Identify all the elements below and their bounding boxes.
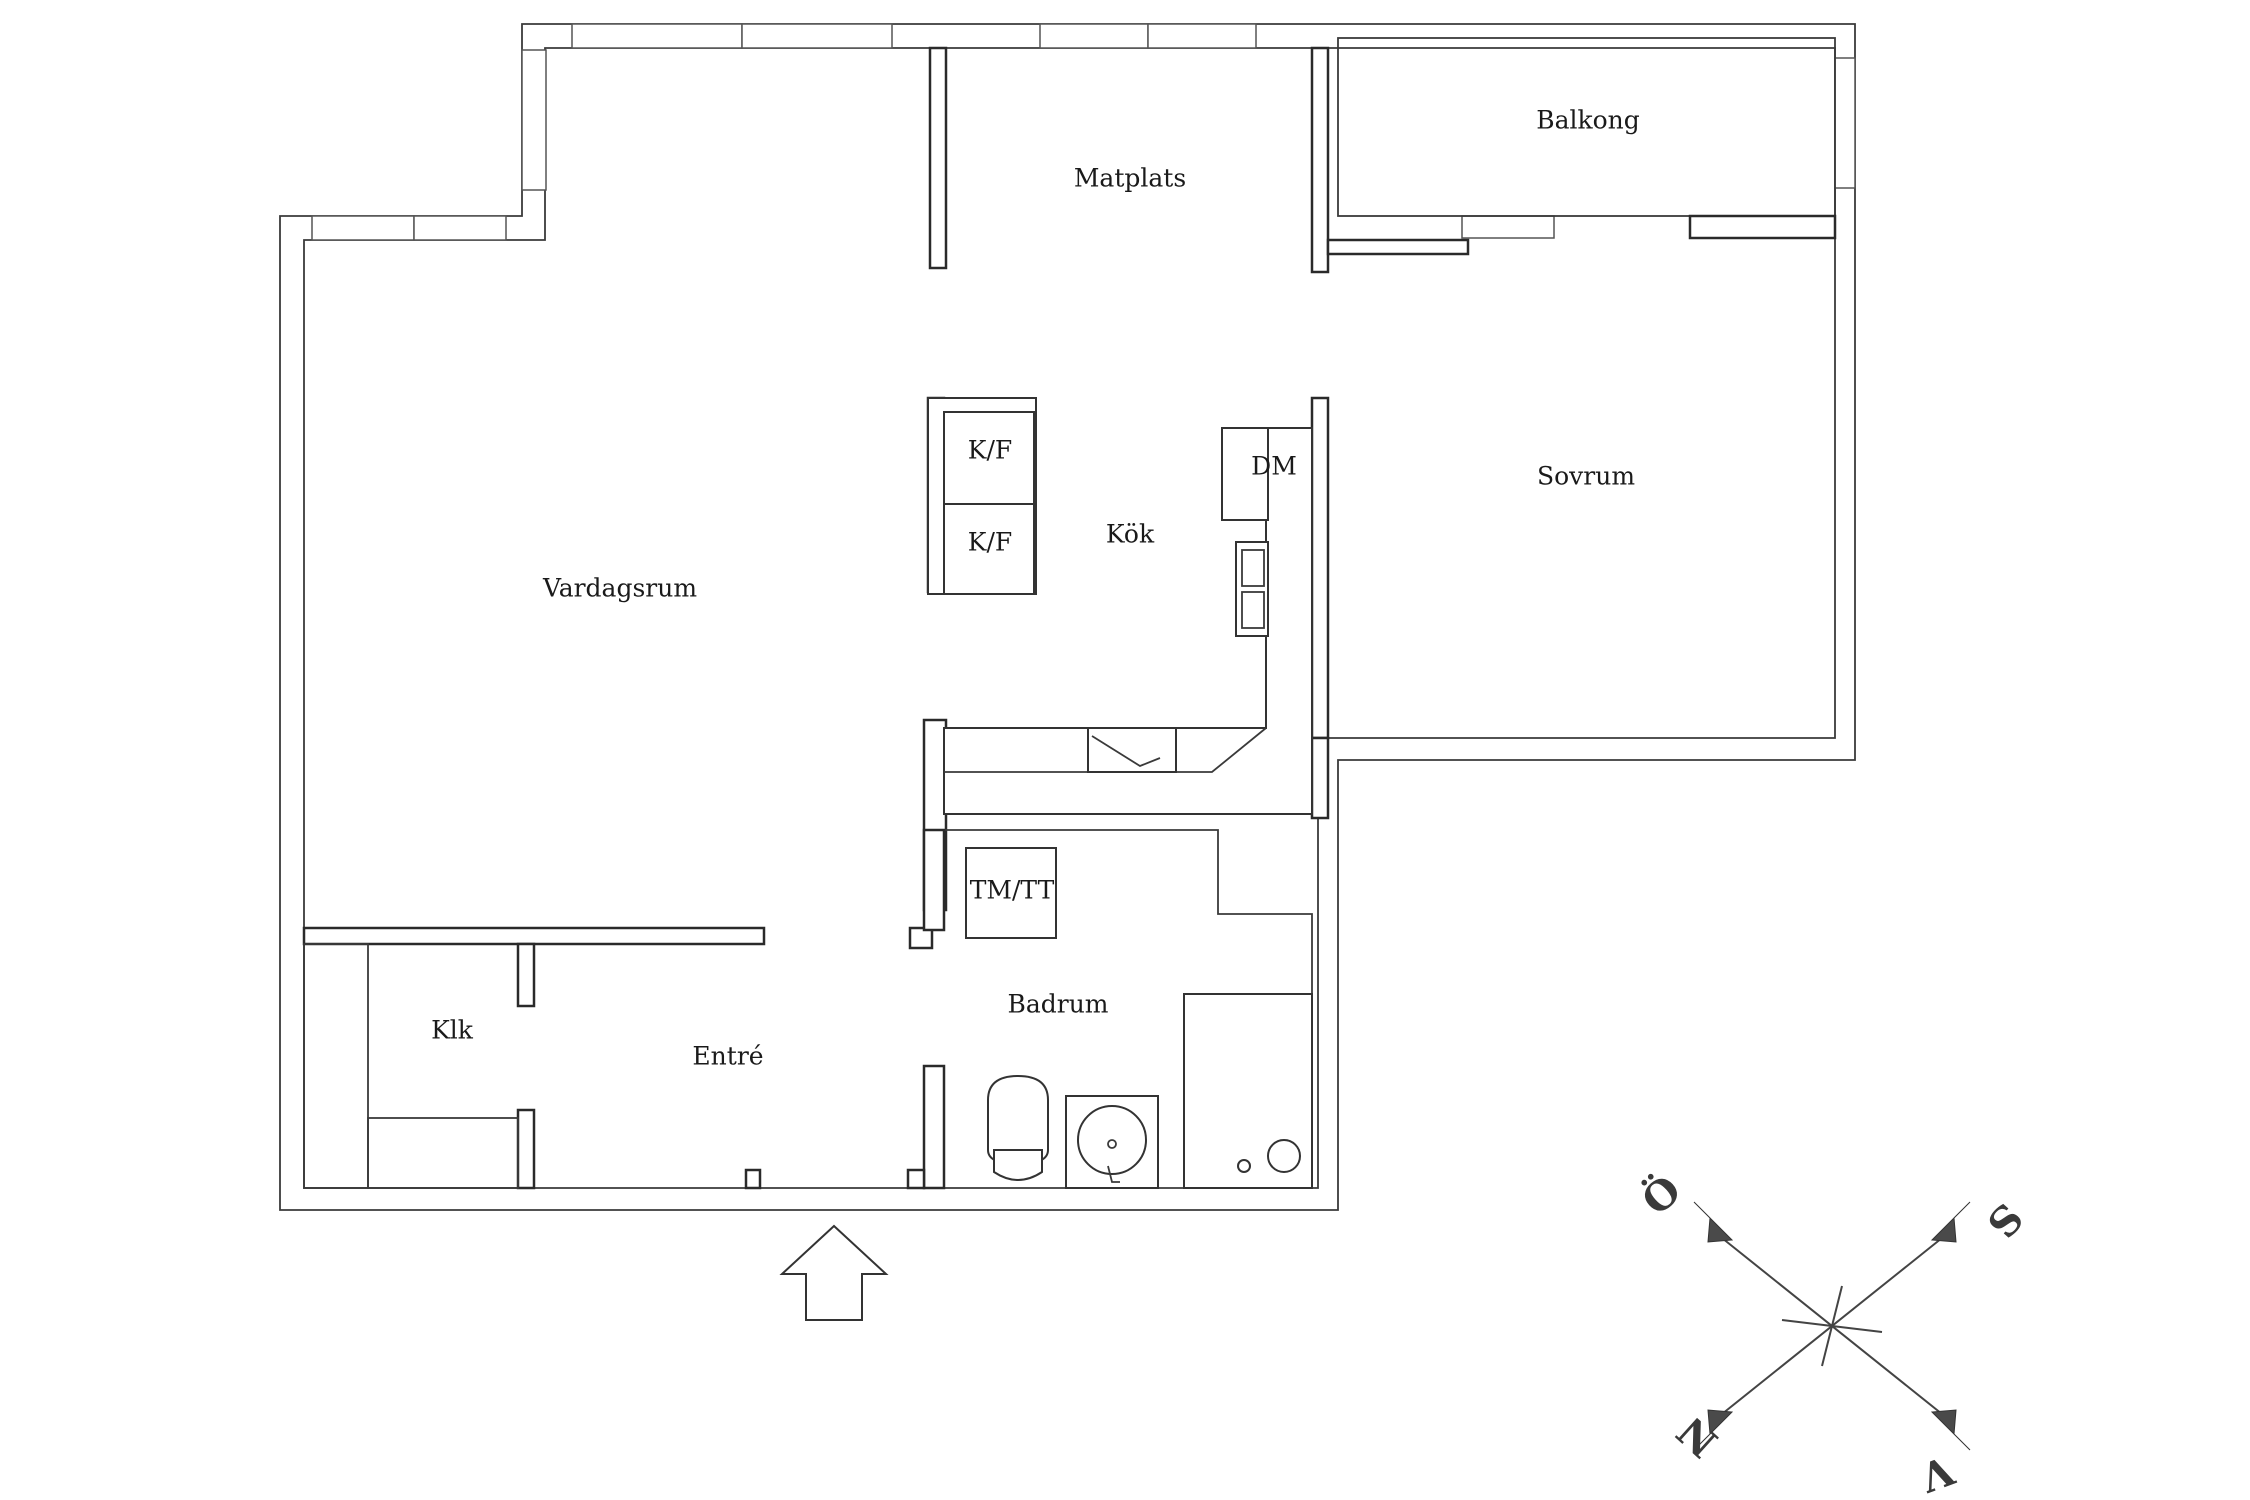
fixture-labels: K/F K/F DM TM/TT <box>968 436 1297 905</box>
interior-walls <box>302 46 1837 1190</box>
fixture-label-kf-top: K/F <box>968 436 1012 465</box>
room-label-kok: Kök <box>1106 520 1155 549</box>
kitchen-fixtures <box>927 397 1313 815</box>
compass-label-south: S <box>1977 1194 2031 1247</box>
room-labels: Balkong Matplats Sovrum Kök Vardagsrum B… <box>431 106 1640 1071</box>
compass-arrow-south <box>1930 1201 1971 1243</box>
compass-arrow-east <box>1693 1201 1734 1243</box>
bathroom-fixtures <box>965 847 1313 1189</box>
room-label-vardagsrum: Vardagsrum <box>542 574 697 603</box>
compass-arrow-west <box>1930 1409 1971 1451</box>
entrance-arrow-icon <box>779 1224 889 1321</box>
room-label-entre: Entré <box>692 1042 763 1071</box>
room-label-matplats: Matplats <box>1074 164 1186 193</box>
windows <box>311 23 1856 241</box>
room-label-balkong: Balkong <box>1536 106 1640 135</box>
compass-label-east: Ö <box>1633 1166 1690 1224</box>
fixture-label-tm-tt: TM/TT <box>970 876 1055 905</box>
balcony <box>1337 37 1836 217</box>
fridge-freezer-bottom <box>943 503 1035 595</box>
room-label-klk: Klk <box>431 1016 474 1045</box>
dishwasher <box>1221 427 1269 521</box>
fixture-label-dm: DM <box>1251 452 1297 481</box>
compass-rose-icon: Ö S N V <box>1633 1166 2032 1500</box>
stove <box>1087 727 1177 773</box>
fixture-label-kf-bottom: K/F <box>968 528 1012 557</box>
fridge-freezer-top <box>943 411 1035 505</box>
outer-walls <box>279 23 1856 1211</box>
room-label-sovrum: Sovrum <box>1537 462 1635 491</box>
compass-arrow-north <box>1693 1409 1734 1451</box>
compass-label-west: V <box>1914 1446 1961 1500</box>
room-label-badrum: Badrum <box>1007 990 1108 1019</box>
washer-dryer <box>965 847 1057 939</box>
